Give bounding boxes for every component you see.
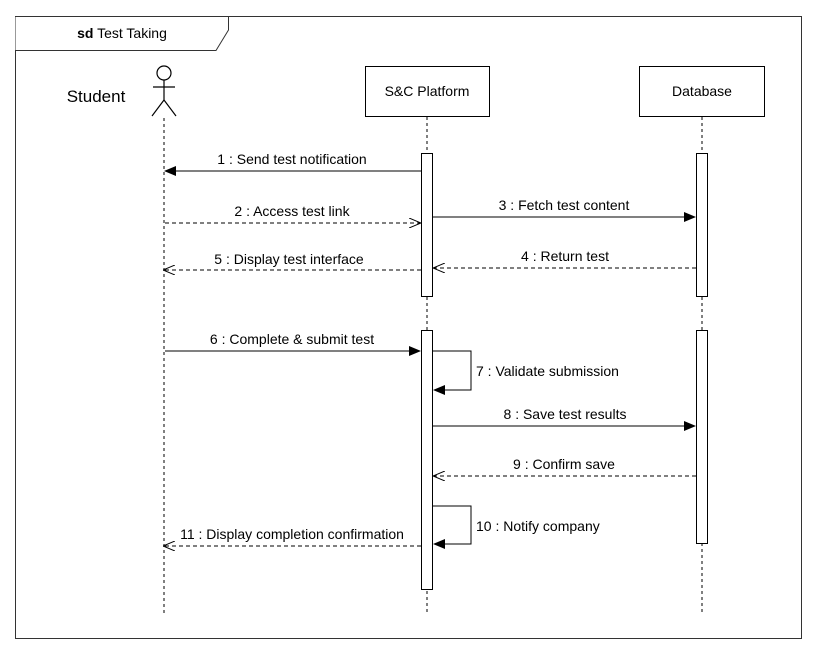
message-1-label: 1 : Send test notification — [217, 151, 366, 167]
platform-activation-1 — [421, 153, 433, 297]
message-10-label: 10 : Notify company — [476, 518, 600, 534]
message-2-label: 2 : Access test link — [234, 203, 350, 219]
message-7-label: 7 : Validate submission — [476, 363, 619, 379]
message-1: 1 : Send test notification — [164, 151, 421, 176]
message-7: 7 : Validate submission — [433, 350, 619, 395]
student-actor-icon — [151, 65, 177, 117]
frame-name: Test Taking — [97, 25, 167, 41]
database-activation-2 — [696, 330, 708, 544]
platform-activation-2 — [421, 330, 433, 590]
frame-tab — [15, 16, 229, 51]
message-3-label: 3 : Fetch test content — [499, 197, 630, 213]
message-8-label: 8 : Save test results — [504, 406, 627, 422]
message-6-label: 6 : Complete & submit test — [210, 331, 374, 347]
message-11: 11 : Display completion confirmation — [164, 526, 421, 546]
message-10: 10 : Notify company — [433, 505, 600, 549]
message-5-label: 5 : Display test interface — [214, 251, 364, 267]
message-9-label: 9 : Confirm save — [513, 456, 615, 472]
message-6: 6 : Complete & submit test — [165, 331, 421, 356]
message-4: 4 : Return test — [434, 248, 696, 268]
message-2: 2 : Access test link — [165, 203, 420, 223]
message-9: 9 : Confirm save — [434, 456, 696, 476]
message-5: 5 : Display test interface — [164, 251, 421, 270]
student-label: Student — [67, 87, 126, 106]
message-8: 8 : Save test results — [433, 406, 696, 431]
database-activation-1 — [696, 153, 708, 297]
diagram-frame — [15, 16, 802, 639]
frame-keyword: sd — [77, 25, 93, 41]
message-3: 3 : Fetch test content — [433, 197, 696, 222]
database-label: Database — [672, 83, 732, 99]
frame-title: sd Test Taking — [77, 25, 167, 41]
platform-label: S&C Platform — [385, 83, 470, 99]
message-11-label: 11 : Display completion confirmation — [180, 526, 404, 542]
platform-box — [365, 66, 490, 117]
message-4-label: 4 : Return test — [521, 248, 609, 264]
database-box — [639, 66, 765, 117]
